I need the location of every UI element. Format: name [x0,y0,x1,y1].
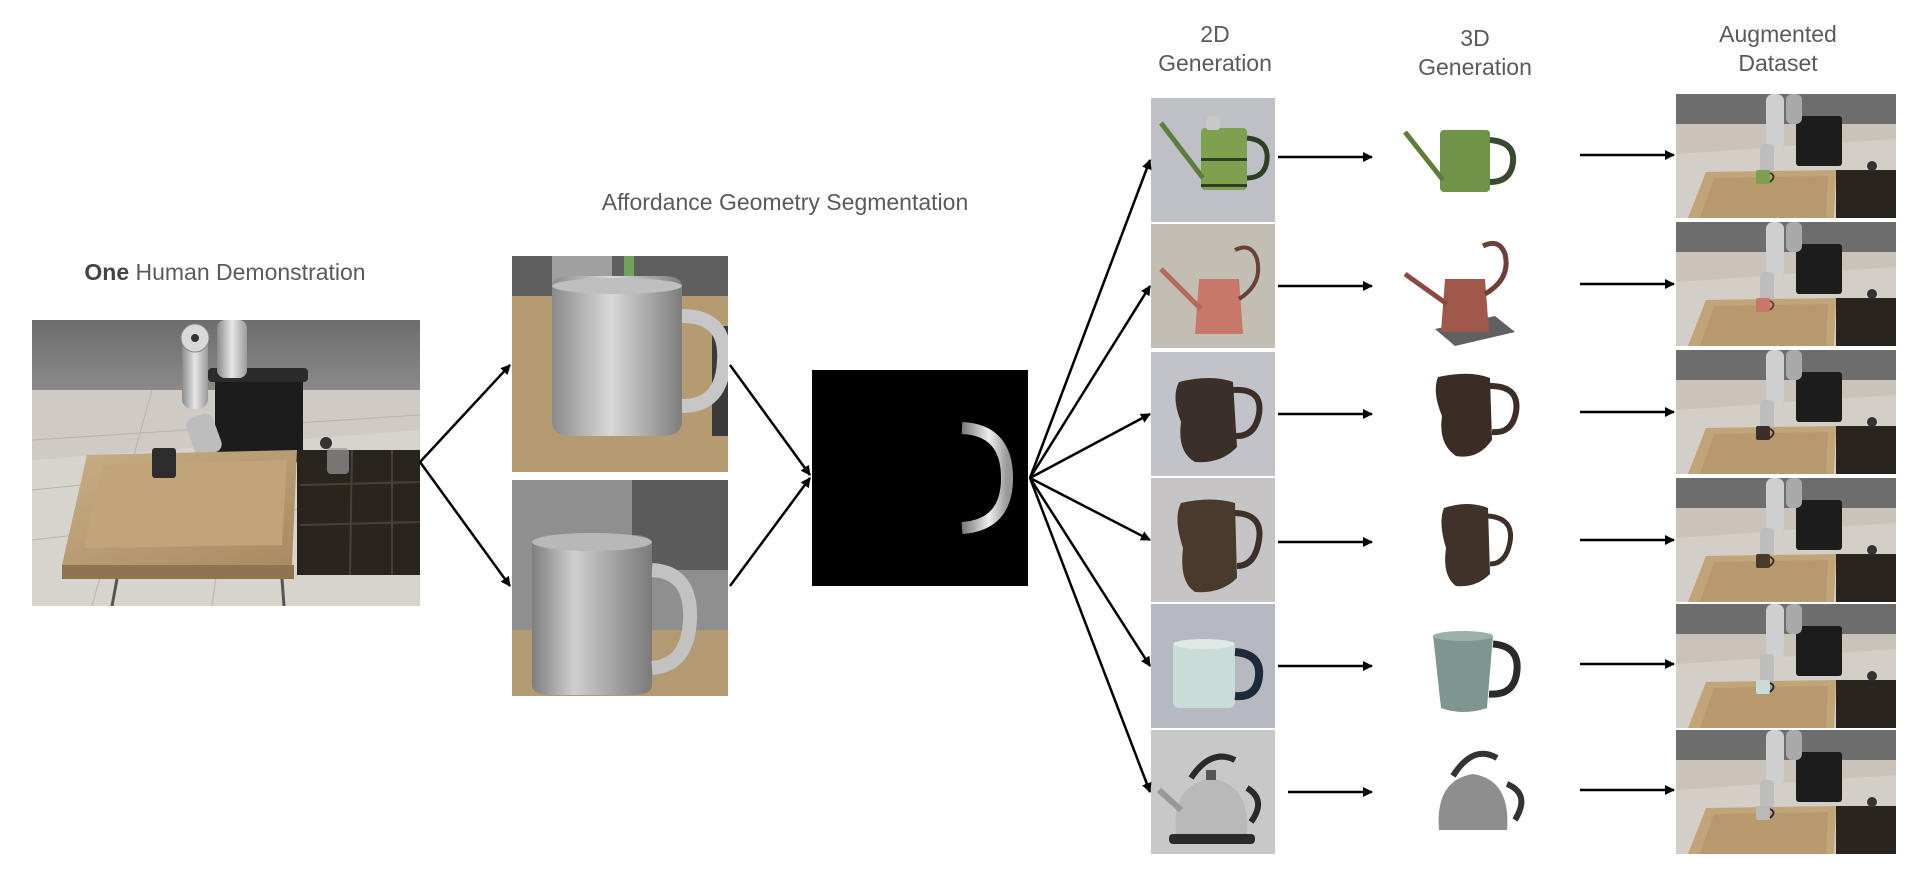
arrow-view2-to-mask [728,477,812,587]
gen3d-title-line1: 3D [1460,25,1490,51]
demo-scene-image [32,320,420,606]
gen3d-dark-pitcher-1 [1400,352,1530,476]
arrow-mask-to-gen2d-6 [1028,477,1152,793]
demo-title-emphasis: One [84,259,130,285]
augmented-scene-red-watering-can [1676,222,1896,346]
gen3d-pale-blue-mug [1415,620,1535,720]
gen3d-dark-pitcher-2 [1410,478,1530,602]
demo-title: One Human Demonstration [40,258,410,287]
augmented-title: Augmented Dataset [1688,20,1868,78]
gen2d-red-watering-can [1151,224,1275,348]
arrow-mask-to-gen2d-2 [1028,285,1152,479]
gen2d-dark-pitcher-2 [1151,478,1275,602]
gen3d-title: 3D Generation [1385,24,1565,82]
arrow-mask-to-gen2d-5 [1028,477,1152,667]
mug-closeup-view-1 [512,256,728,472]
augmented-scene-dark-pitcher-1 [1676,350,1896,474]
gen2d-title-line1: 2D [1200,21,1230,47]
gen3d-red-watering-can [1385,224,1535,348]
arrow-mask-to-gen2d-3 [1029,412,1151,480]
gen3d-title-line2: Generation [1418,54,1532,80]
gen3d-green-watering-can [1385,102,1535,212]
augmented-scene-green-watering-can [1676,94,1896,218]
arrow-demo-to-view1 [419,364,511,463]
augmented-title-line1: Augmented [1719,21,1837,47]
segmentation-title: Affordance Geometry Segmentation [601,189,969,215]
arrow-mask-to-gen2d-4 [1029,476,1151,542]
augmented-scene-silver-kettle [1676,730,1896,854]
gen2d-silver-kettle [1151,730,1275,854]
mug-closeup-view-2 [512,480,728,696]
gen2d-title: 2D Generation [1125,20,1305,78]
arrow-view1-to-mask [728,364,812,476]
gen3d-silver-kettle [1425,730,1545,850]
arrow-mask-to-gen2d-1 [1028,159,1152,479]
arrow-demo-to-view2 [418,461,512,587]
gen2d-green-watering-can [1151,98,1275,222]
gen2d-pale-blue-mug [1151,604,1275,728]
augmented-scene-dark-pitcher-2 [1676,478,1896,602]
demo-title-rest: Human Demonstration [129,259,366,285]
augmented-scene-pale-blue-mug [1676,604,1896,728]
gen2d-title-line2: Generation [1158,50,1272,76]
augmented-title-line2: Dataset [1738,50,1818,76]
handle-segmentation-mask [812,370,1028,586]
gen2d-dark-pitcher-1 [1151,352,1275,476]
